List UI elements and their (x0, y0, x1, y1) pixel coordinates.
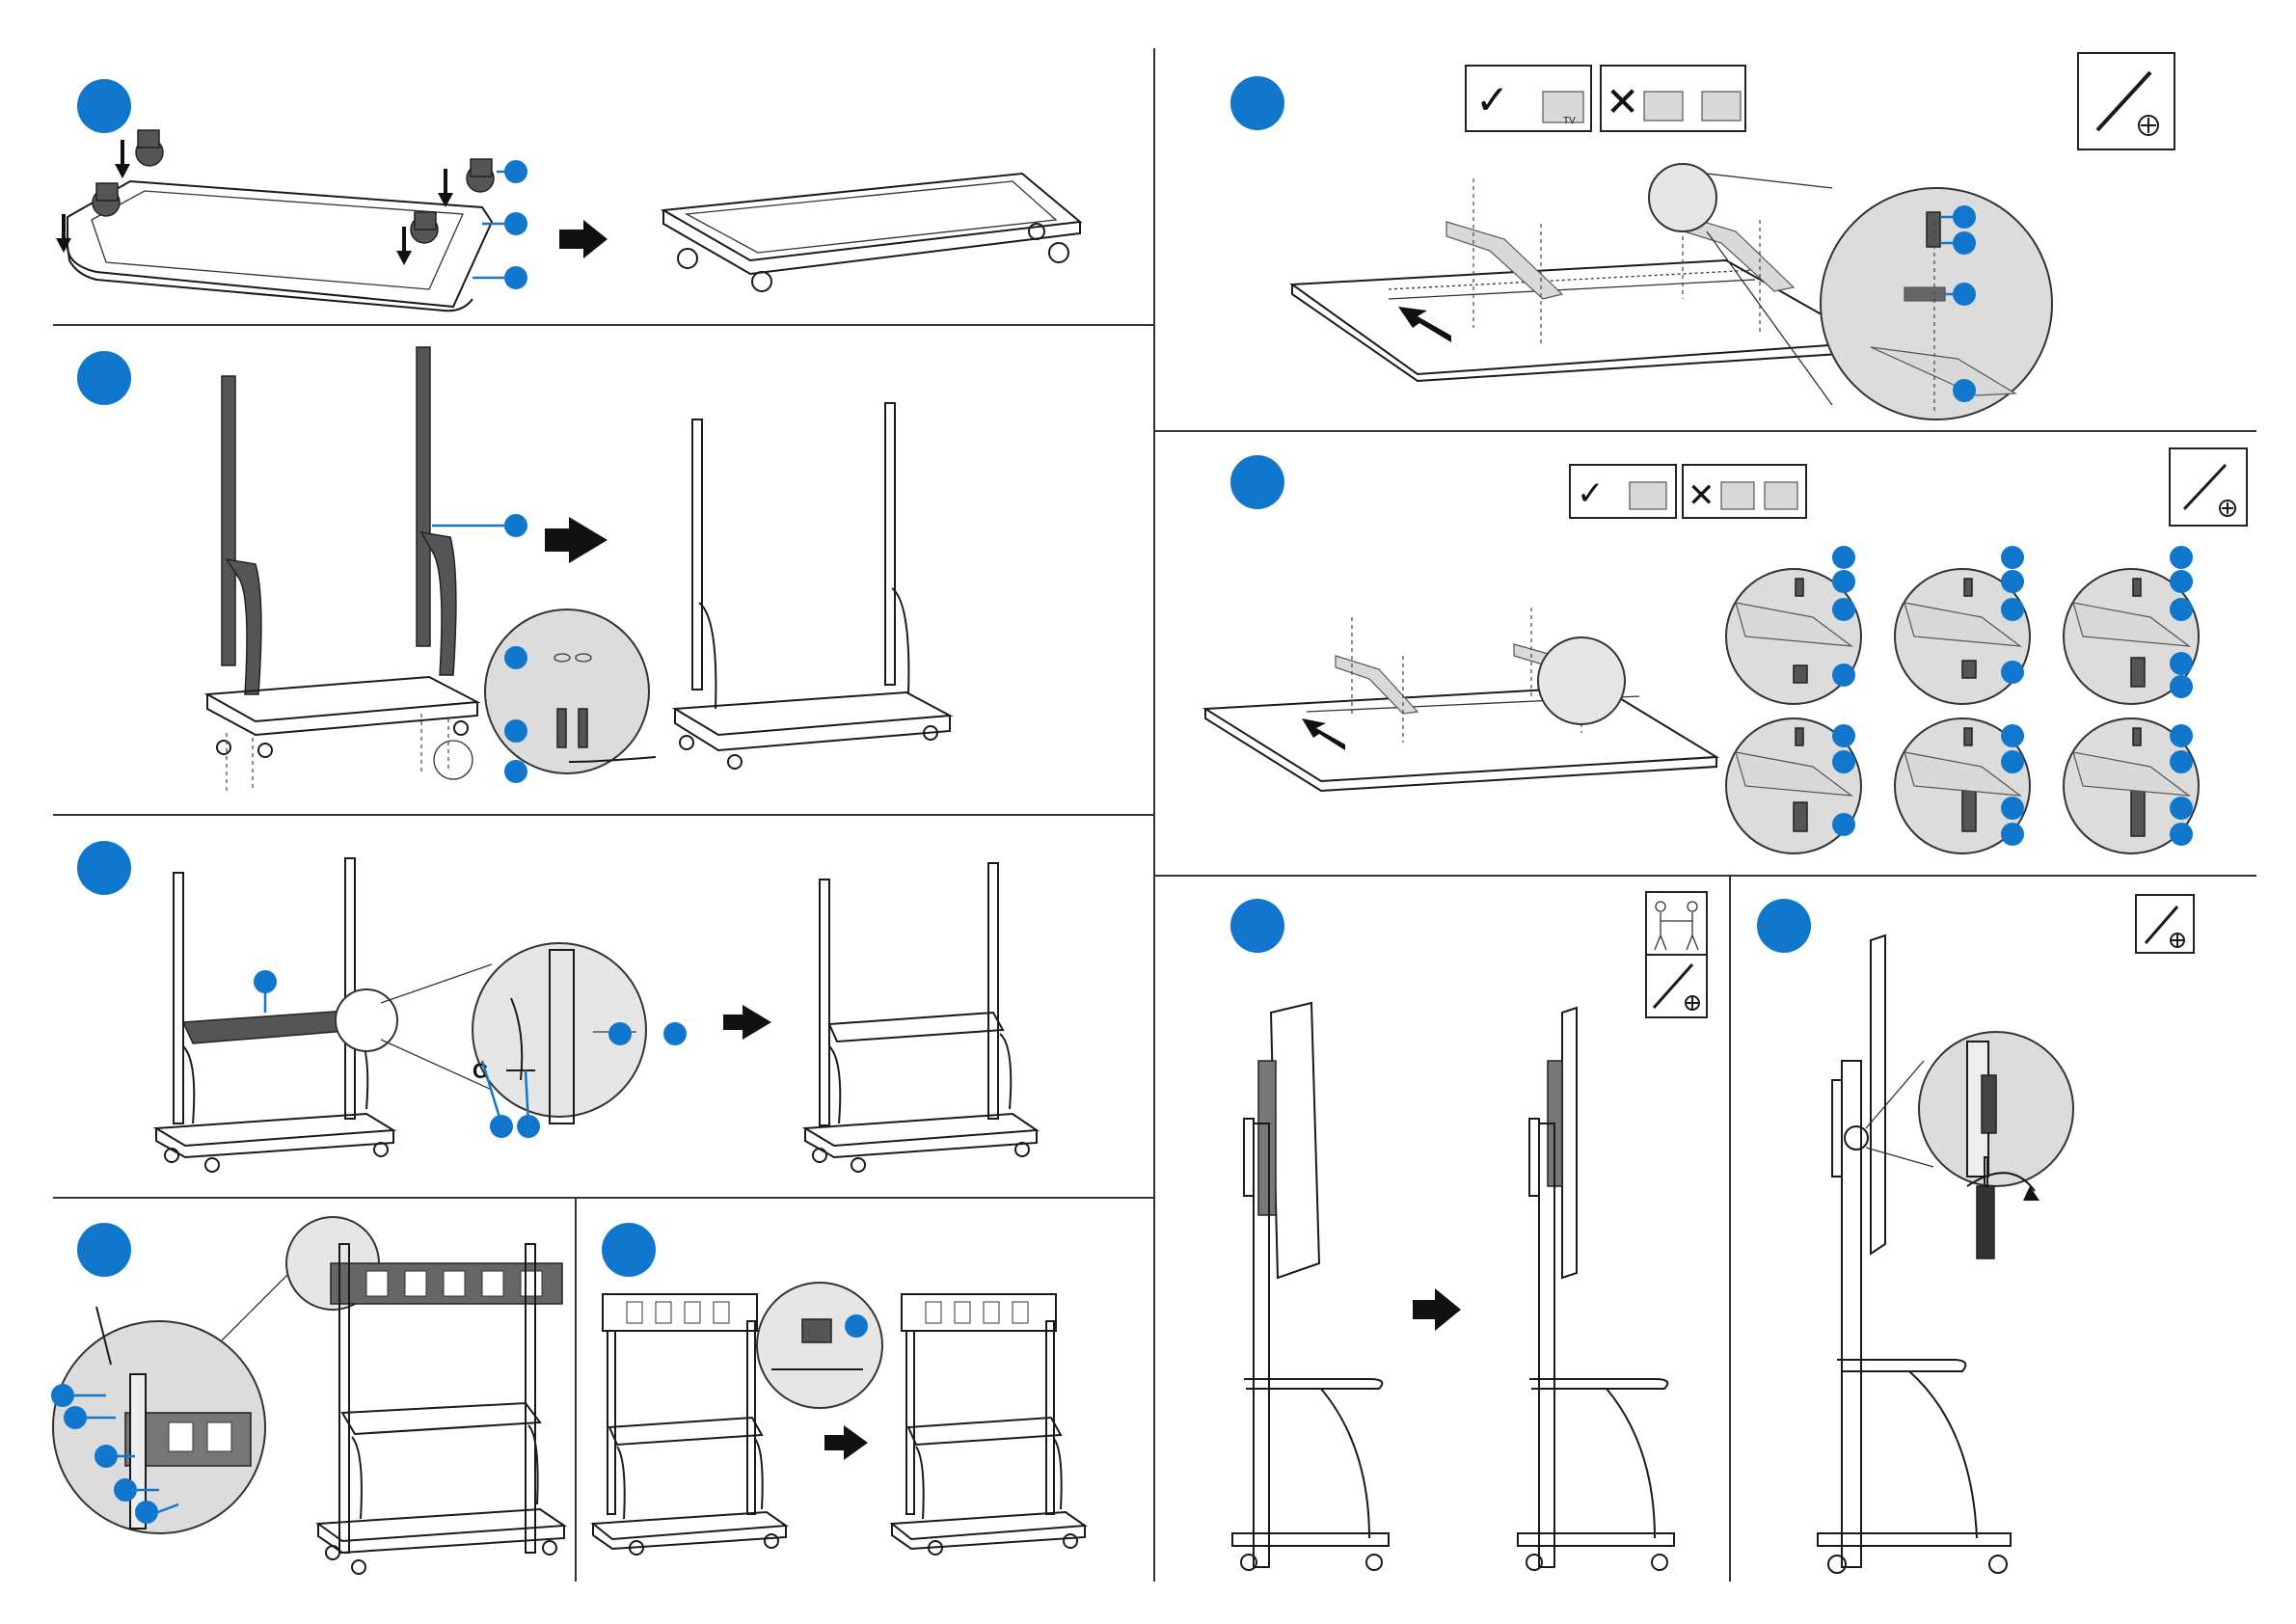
right-arrow-icon (545, 517, 608, 563)
step-2-illustration (207, 347, 950, 791)
right-arrow-icon (824, 1425, 868, 1460)
step-8-illustration (1232, 892, 1707, 1570)
check-icon: ✓ (1577, 474, 1605, 513)
step-6-illustration: ✓ TV ✕ (1292, 53, 2174, 420)
cross-icon: ✕ (1606, 78, 1639, 125)
screwdriver-tool-box (2136, 895, 2194, 953)
right-arrow-icon (723, 1005, 771, 1040)
step-1-marker (77, 79, 131, 133)
tv-label: TV (1563, 116, 1576, 126)
spacer-variants (1726, 546, 2199, 853)
step-7-marker (1230, 455, 1284, 509)
cross-icon: ✕ (1688, 476, 1715, 515)
step-4-marker (77, 1223, 131, 1277)
step-1-illustration (56, 130, 1080, 311)
step-9-illustration (1818, 895, 2194, 1573)
screwdriver-tool-box (2170, 448, 2247, 526)
two-person-lift-icon (1646, 892, 1707, 955)
step-5-illustration (593, 1283, 1085, 1555)
right-arrow-icon (559, 220, 608, 258)
step-4-illustration (51, 1217, 564, 1574)
right-arrow-icon (1413, 1288, 1461, 1331)
step-6-marker (1230, 76, 1284, 130)
step-7-illustration: ✓ ✕ (1205, 448, 2247, 853)
step-3-marker (77, 841, 131, 895)
step-2-marker (77, 351, 131, 405)
step-3-illustration: C (156, 858, 1037, 1172)
step-5-marker (602, 1223, 656, 1277)
step-8-marker (1230, 899, 1284, 953)
step-9-marker (1757, 899, 1811, 953)
check-icon: ✓ (1475, 76, 1509, 123)
